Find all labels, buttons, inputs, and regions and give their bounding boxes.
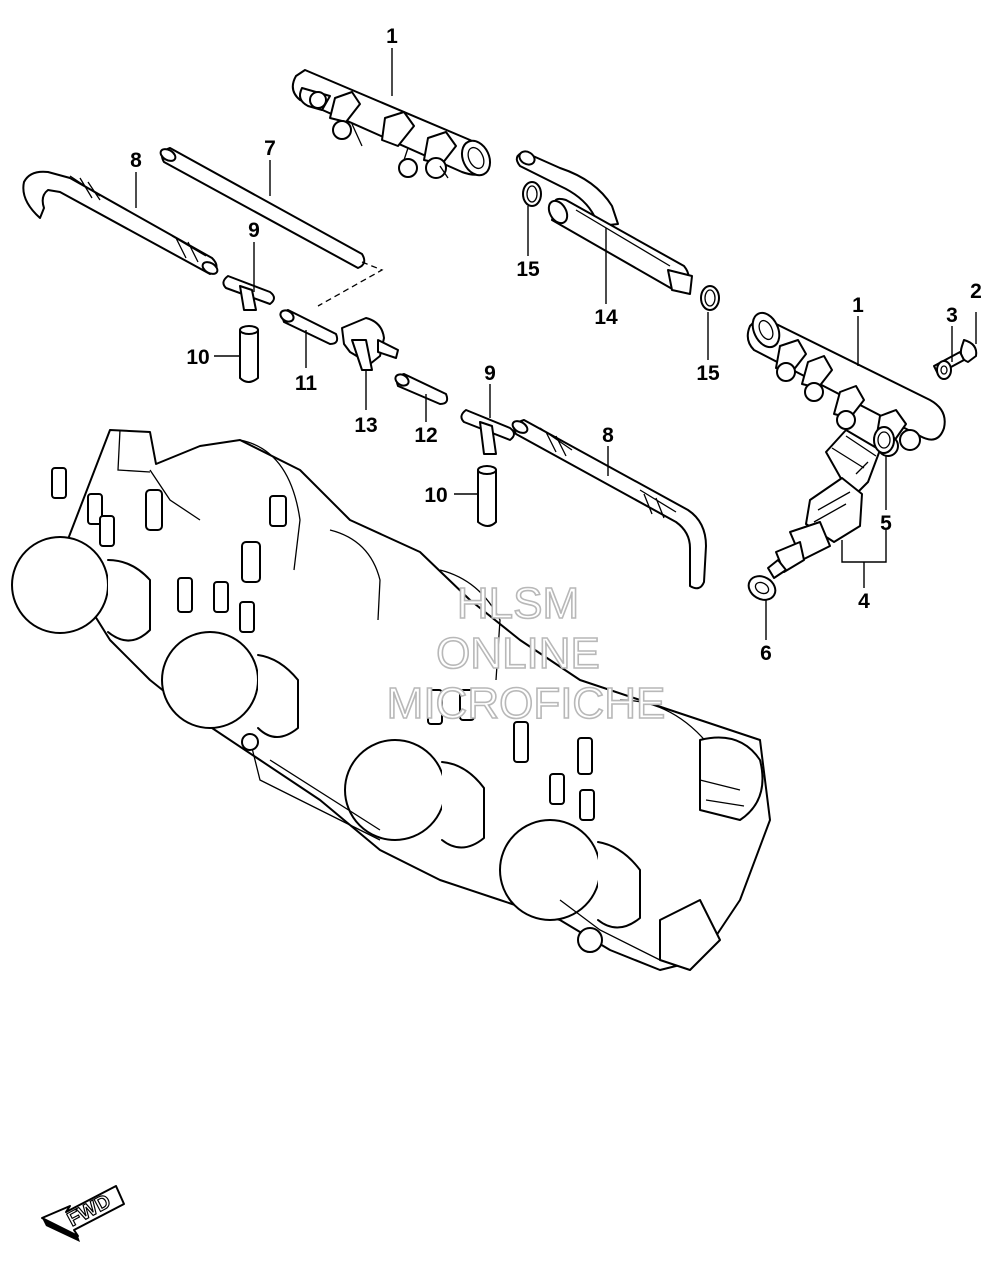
callout-8-upper: 8 (130, 149, 142, 172)
callout-2: 2 (970, 280, 982, 303)
callout-9-upper: 9 (248, 219, 260, 242)
fwd-label: FWD (64, 1190, 115, 1231)
watermark-line-3: MICROFICHE (387, 679, 666, 728)
part-5-o-ring[interactable] (873, 426, 895, 454)
part-15-o-ring-lower[interactable] (700, 285, 720, 311)
part-9-joint-lower[interactable] (460, 409, 515, 455)
callout-10-upper: 10 (186, 346, 209, 369)
callout-1-upper: 1 (386, 25, 398, 48)
callout-labels: 1 7 8 9 10 11 13 12 9 10 8 15 14 15 1 3 … (130, 25, 982, 665)
callout-8-lower: 8 (602, 424, 614, 447)
throttle-body-assembly[interactable] (11, 429, 771, 971)
part-9-joint-upper[interactable] (222, 275, 275, 311)
part-8-hose-lower[interactable] (511, 419, 707, 590)
part-11-hose-short[interactable] (278, 308, 339, 345)
part-12-hose-short[interactable] (393, 372, 449, 405)
callout-3: 3 (946, 304, 958, 327)
watermark: HLSM ONLINE MICROFICHE (386, 578, 666, 729)
callout-13: 13 (354, 414, 377, 437)
part-7-dash-line (317, 261, 384, 307)
part-10-hose-short-lower[interactable] (477, 465, 497, 527)
leader-lines (135, 48, 977, 640)
callout-5: 5 (880, 512, 892, 535)
part-10-hose-short-upper[interactable] (239, 325, 259, 383)
part-4-fuel-injector[interactable] (767, 429, 881, 579)
part-14-pressure-regulator[interactable] (515, 149, 693, 295)
part-1-fuel-delivery-pipe-upper[interactable] (291, 69, 496, 180)
callout-4: 4 (858, 590, 870, 613)
callout-9-lower: 9 (484, 362, 496, 385)
part-7-hose[interactable] (159, 147, 366, 269)
callout-15-lower: 15 (696, 362, 720, 385)
fwd-arrow-icon: FWD (41, 1185, 125, 1242)
callout-14: 14 (594, 306, 618, 329)
throttle-stubs (51, 467, 595, 821)
watermark-line-2: ONLINE (436, 629, 600, 678)
part-15-o-ring-upper[interactable] (522, 181, 542, 207)
callout-1-lower: 1 (852, 294, 864, 317)
callout-10-lower: 10 (424, 484, 447, 507)
part-13-three-way-joint[interactable] (341, 317, 399, 371)
part-3-washer[interactable] (936, 360, 952, 380)
part-8-hose-upper[interactable] (22, 170, 219, 277)
callout-12: 12 (414, 424, 437, 447)
callout-11: 11 (295, 372, 318, 395)
watermark-line-1: HLSM (457, 579, 579, 628)
part-6-seal[interactable] (744, 571, 779, 604)
callout-15-upper: 15 (516, 258, 540, 281)
callout-6: 6 (760, 642, 772, 665)
callout-7: 7 (264, 137, 276, 160)
